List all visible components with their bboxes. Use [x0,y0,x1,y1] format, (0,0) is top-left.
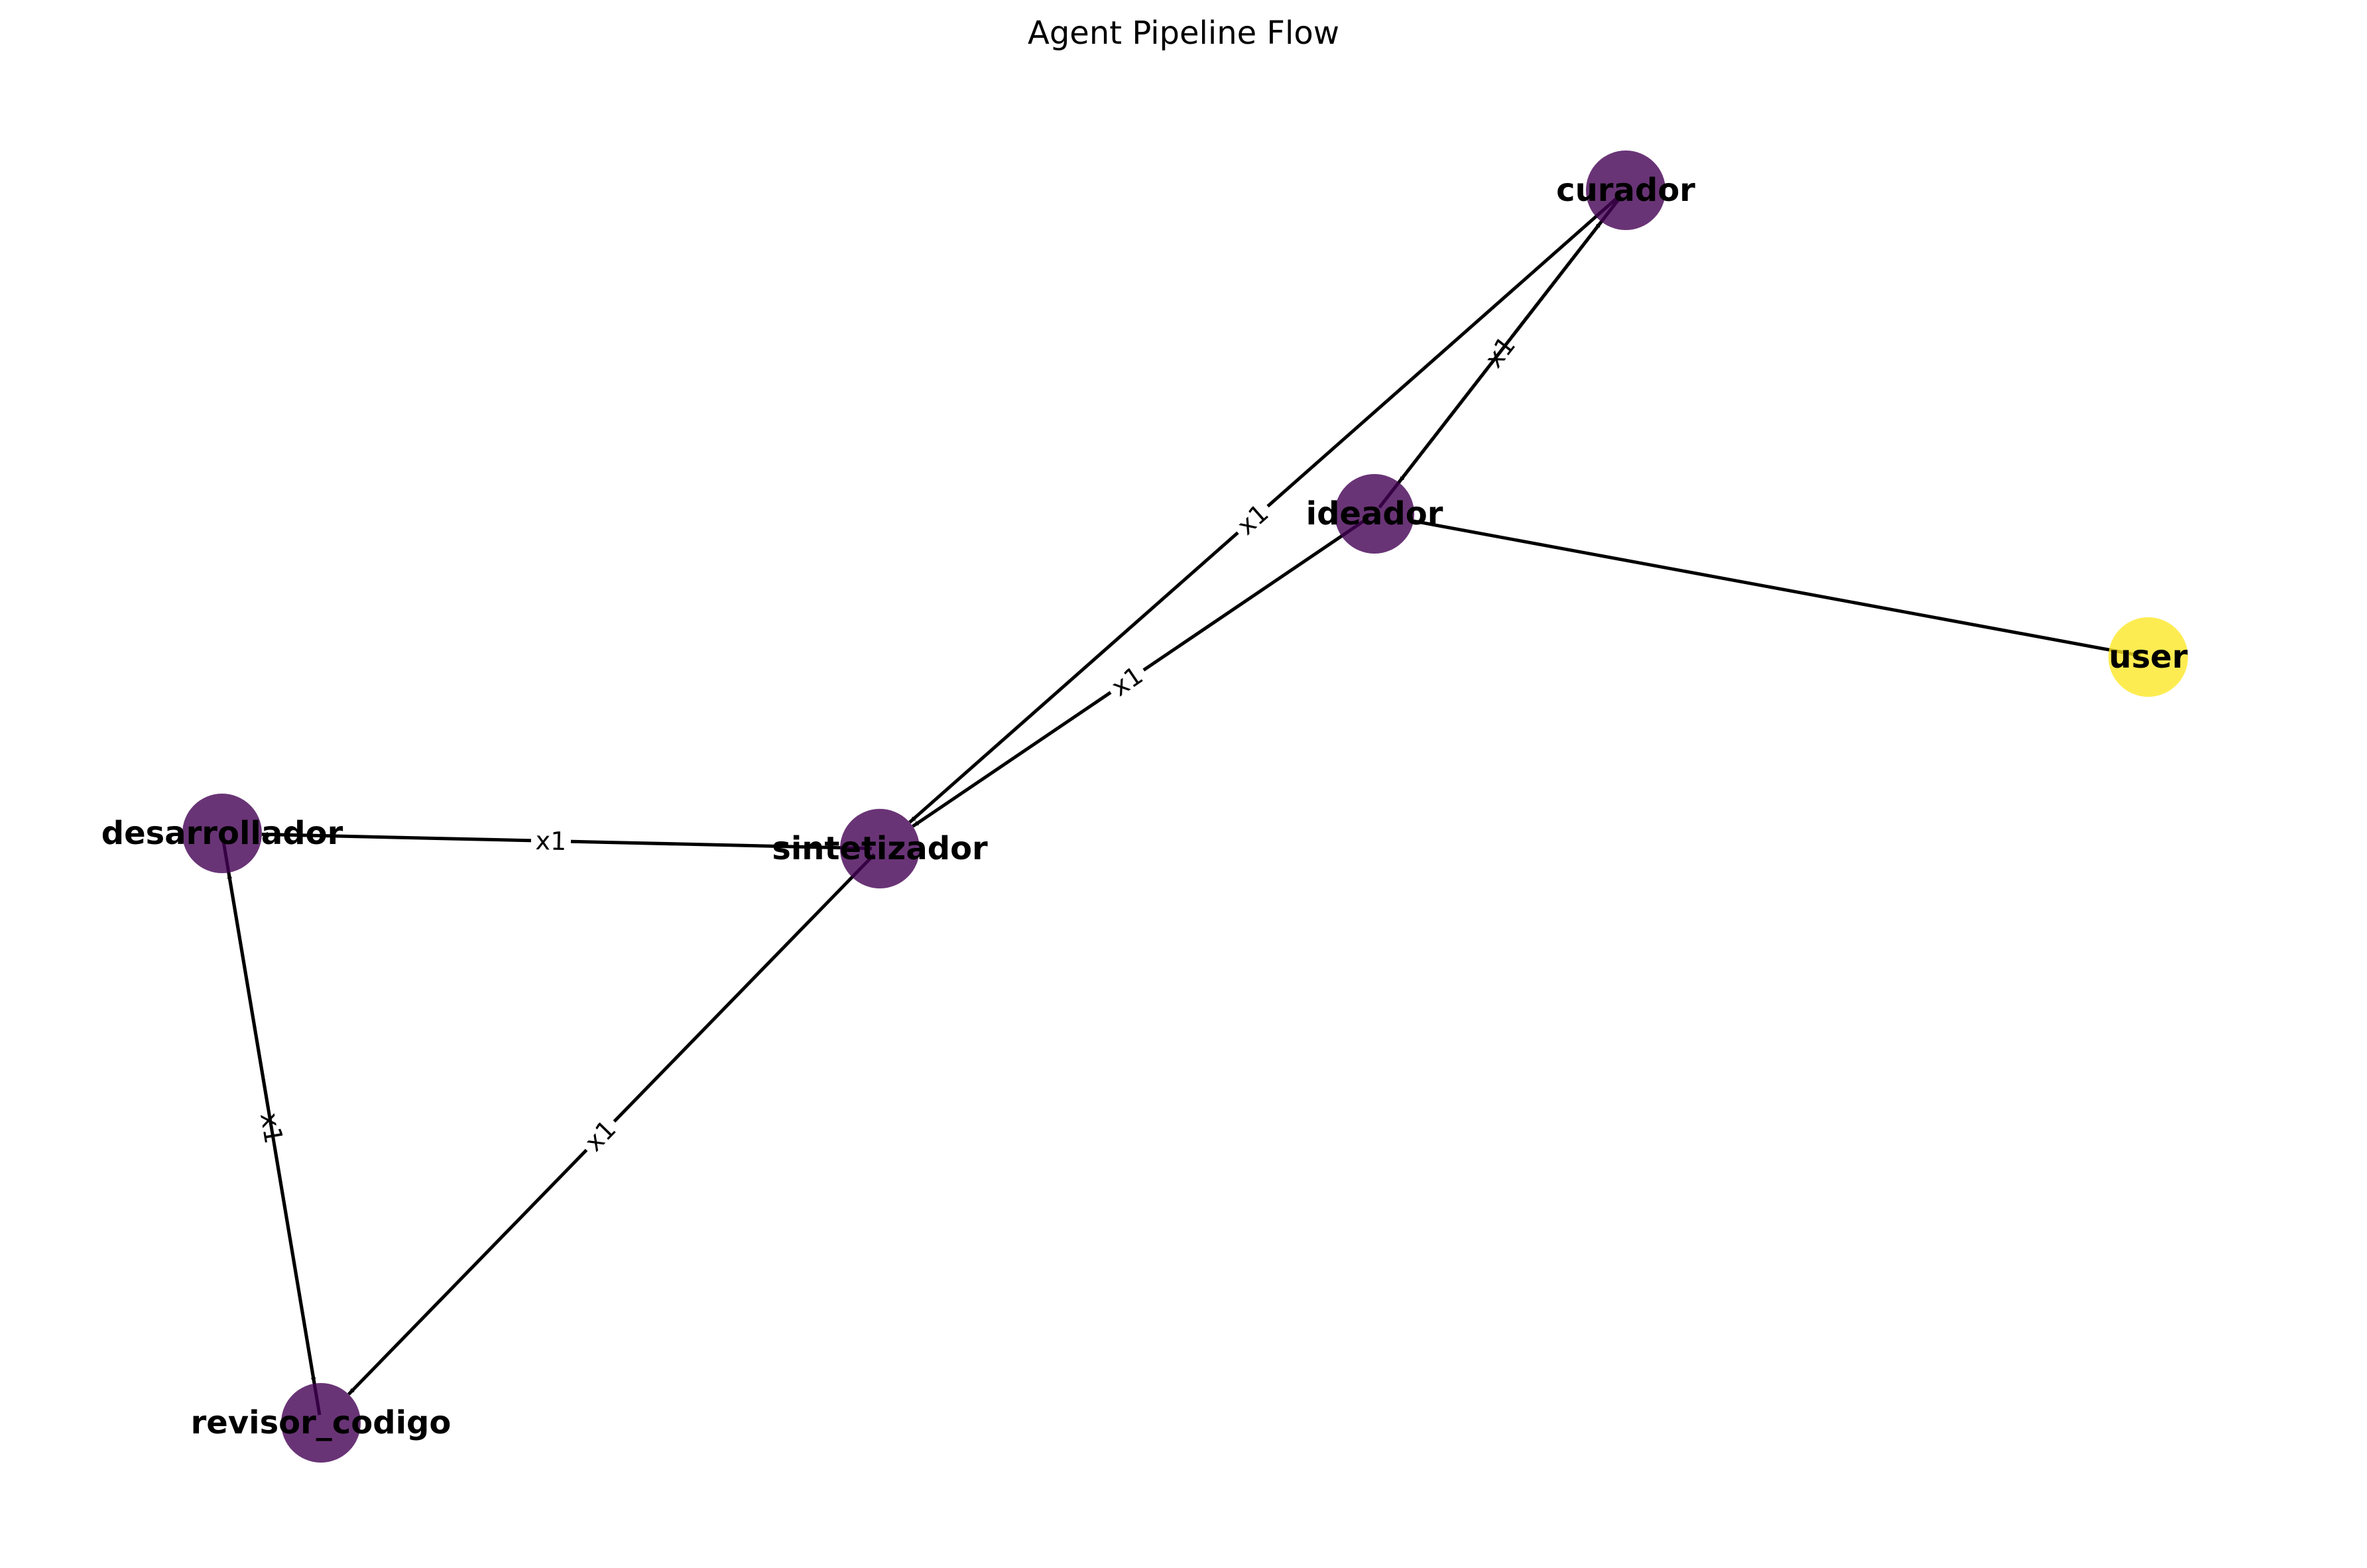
node-labels-layer: curador ideador user sintetizador desarrolla… [101,172,2188,1441]
edge-label: x1 [535,826,567,856]
edge-user-to-ideador [1413,519,2141,658]
node-label-ideador: ideador [1306,495,1443,532]
node-sintetizador [840,809,920,888]
edge-label-background [575,1110,626,1162]
node-ideador [1335,474,1414,554]
node-user [2108,617,2188,697]
edge-label-background [530,824,572,858]
node-revisor_codigo [281,1383,361,1463]
edge-revisor_codigo-to-desarrollador [227,872,322,1416]
node-desarrollador [182,794,262,873]
node-label-desarrollador: desarrollador [101,815,343,852]
node-label-curador: curador [1556,172,1695,209]
diagram-title: Agent Pipeline Flow [1028,15,1339,52]
edge-label-group: x1 [530,824,572,858]
node-label-sintetizador: sintetizador [772,830,988,867]
node-curador [1586,151,1666,230]
edge-curador-to-ideador [1397,195,1622,484]
node-label-revisor_codigo: revisor_codigo [191,1404,452,1441]
nodes-layer [182,151,2188,1463]
edge-label-background [1101,656,1153,706]
node-label-user: user [2109,638,2188,676]
edge-label-background [1227,494,1278,545]
